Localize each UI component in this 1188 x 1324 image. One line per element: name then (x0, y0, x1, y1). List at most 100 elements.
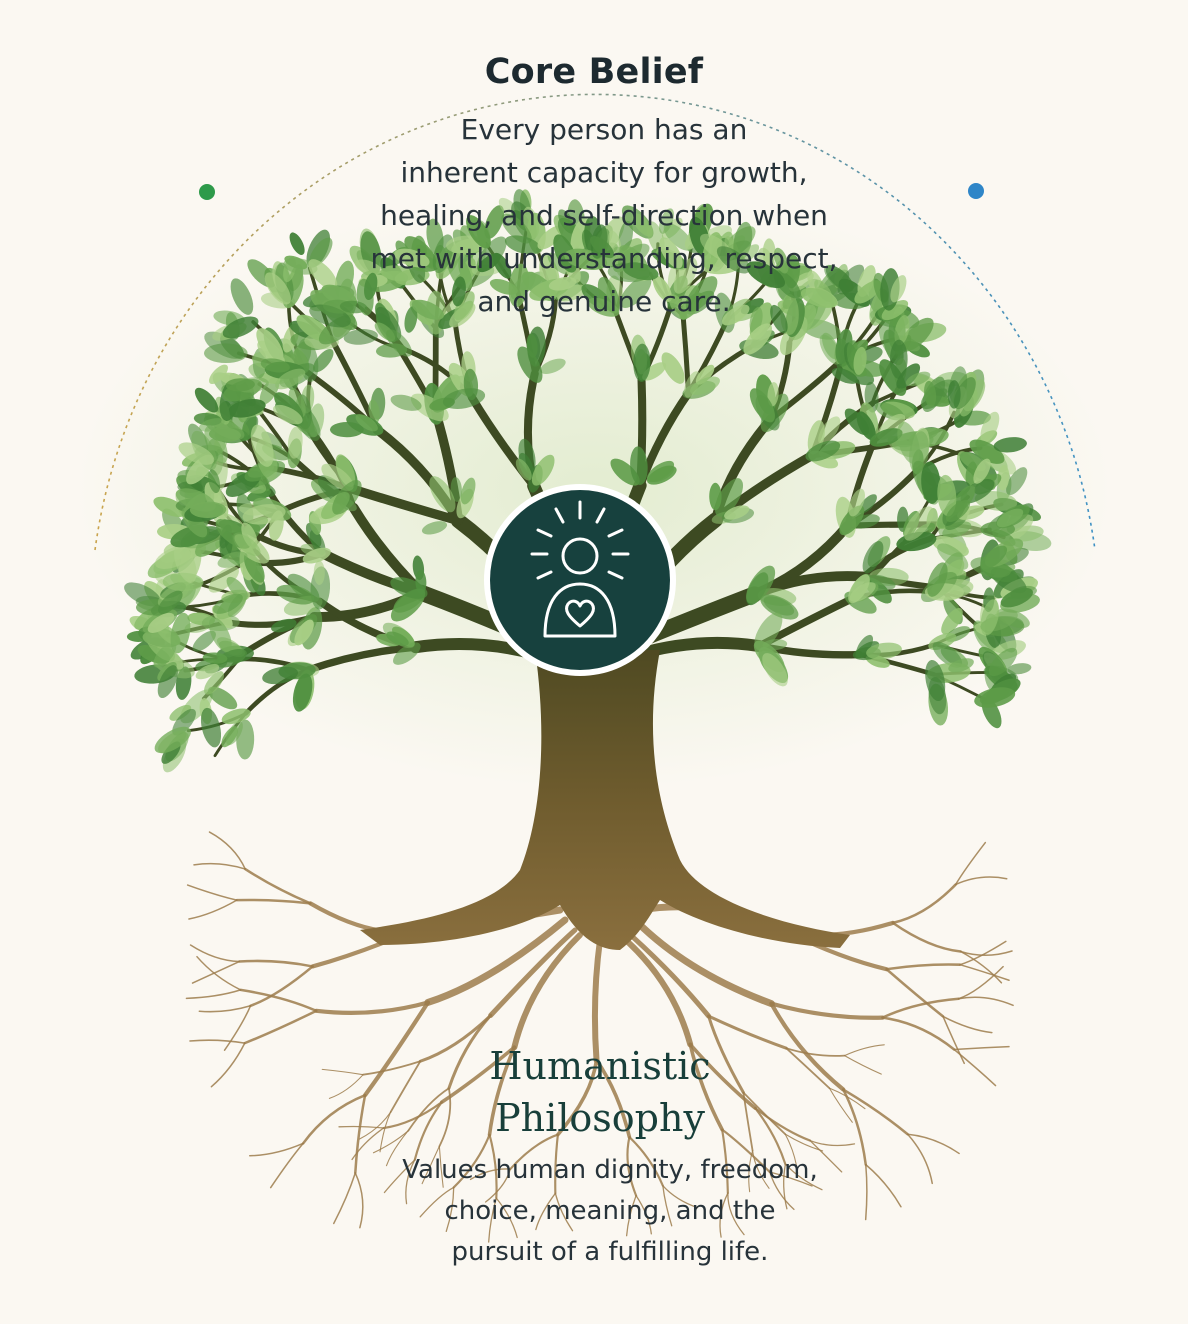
arc-dot-left (199, 184, 215, 200)
leaf (339, 300, 368, 314)
core-belief-line: Every person has an (460, 113, 748, 146)
leaf (343, 329, 378, 345)
root (243, 867, 312, 905)
root (754, 1107, 812, 1142)
leaf (531, 454, 555, 486)
root (354, 1093, 367, 1175)
root (362, 1000, 430, 1098)
root (785, 1047, 846, 1057)
root (942, 1015, 993, 1034)
leaf (153, 496, 187, 518)
leaf (208, 469, 221, 494)
leaf (273, 404, 303, 425)
leaf (170, 612, 191, 654)
leaf (153, 642, 177, 668)
root (828, 1087, 853, 1123)
leaf (831, 367, 858, 384)
root (301, 1093, 367, 1145)
leaf (221, 726, 238, 748)
leaf (169, 704, 192, 721)
leaf (896, 363, 921, 389)
leaf (619, 275, 652, 308)
leaf (844, 408, 870, 436)
leaf (762, 653, 788, 687)
leaf (716, 246, 751, 274)
trunk (360, 650, 850, 950)
leaf (147, 612, 175, 633)
leaf (743, 323, 773, 355)
leaf (980, 411, 1000, 443)
leaf (862, 540, 884, 574)
leaf (721, 304, 750, 326)
root (783, 1163, 788, 1210)
root (385, 1130, 409, 1167)
leaf (451, 276, 466, 307)
leaf (805, 440, 841, 462)
leaf (450, 477, 462, 502)
leaf (504, 235, 542, 255)
root (351, 1127, 385, 1161)
root (785, 1047, 831, 1090)
root (314, 1000, 430, 1015)
root (210, 1042, 246, 1088)
leaves (124, 189, 1052, 773)
leaf (264, 272, 291, 305)
leaf (1006, 467, 1028, 496)
leaf (289, 232, 305, 255)
leaf (659, 208, 674, 234)
root (727, 1192, 745, 1236)
core-belief-line: and genuine care. (477, 285, 731, 318)
root (269, 1142, 304, 1189)
root (488, 927, 578, 1018)
root (891, 921, 962, 953)
leaf (313, 348, 334, 373)
leaf (355, 414, 378, 432)
philosophy-title: Humanistic Philosophy (0, 1040, 1188, 1144)
leaf (294, 619, 314, 646)
leaf (192, 630, 216, 652)
leaf (889, 339, 908, 379)
leaf (997, 464, 1010, 491)
leaf (749, 388, 775, 423)
root (469, 1168, 511, 1181)
leaf (404, 306, 418, 333)
root (707, 1014, 745, 1095)
leaf (618, 220, 633, 251)
root (405, 1159, 416, 1205)
root (328, 1074, 364, 1099)
root (769, 1171, 813, 1187)
leaf (390, 394, 422, 411)
leaf (308, 259, 338, 290)
root (828, 1087, 866, 1110)
leaf (770, 304, 788, 334)
root (438, 1145, 444, 1188)
leaf (429, 476, 456, 513)
root (769, 1001, 885, 1020)
leaf (517, 346, 543, 383)
root (382, 1101, 443, 1130)
leaf (613, 246, 637, 265)
leaf (988, 647, 1018, 677)
center-badge (484, 484, 676, 676)
root (953, 1045, 1010, 1051)
root (554, 1192, 574, 1232)
leaf (1000, 587, 1033, 608)
philosophy-line: pursuit of a fulfilling life. (451, 1237, 769, 1267)
root (198, 1005, 252, 1013)
root (842, 1088, 909, 1136)
root (885, 963, 962, 971)
leaf (899, 317, 934, 352)
leaf (959, 388, 978, 417)
leaf (819, 334, 841, 365)
root (488, 1197, 497, 1243)
core-belief-line: healing, and self-direction when (380, 199, 828, 232)
root (748, 1150, 754, 1193)
leaf (154, 726, 191, 754)
leaf (225, 378, 255, 392)
root (235, 898, 312, 905)
root (321, 1068, 364, 1076)
root (957, 996, 1014, 1007)
root (445, 1186, 455, 1233)
root (418, 1013, 493, 1063)
